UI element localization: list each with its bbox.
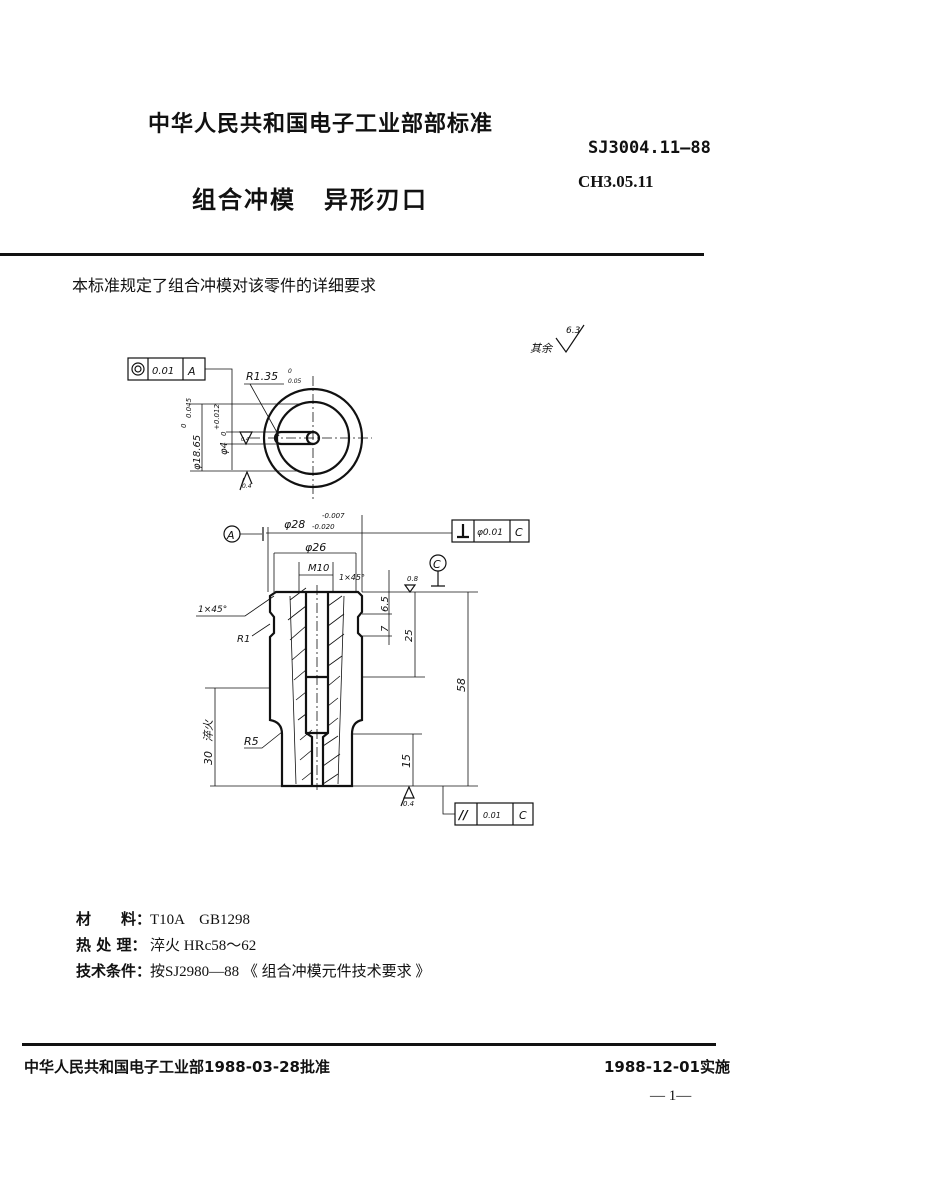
svg-text:+0.012: +0.012 — [213, 404, 221, 430]
dim-dia-28: φ28 — [284, 518, 305, 531]
concentricity-icon — [131, 362, 145, 376]
svg-text:0.8: 0.8 — [407, 575, 419, 583]
svg-text:0.4: 0.4 — [241, 437, 249, 443]
perpendicular-icon — [457, 524, 469, 539]
svg-text:0: 0 — [180, 423, 188, 428]
section-view: A φ28 -0.007 -0.020 φ0.01 C φ26 M10 1×45… — [196, 512, 534, 826]
svg-text:15: 15 — [400, 754, 413, 768]
standard-code: SJ3004.11—88 — [588, 138, 711, 158]
title-part2: 异形刃口 — [324, 186, 428, 214]
document-title: 组合冲模异形刃口 — [192, 180, 428, 215]
svg-text:0.4: 0.4 — [403, 800, 414, 808]
dim-thread: M10 — [308, 563, 329, 574]
frame-tolerance: 0.01 — [152, 366, 174, 377]
parallelism-frame — [454, 802, 534, 826]
svg-text:0: 0 — [220, 431, 228, 436]
spec-heat-treatment: 热 处 理：淬火 HRc58～62 — [76, 936, 257, 954]
dim-radius: R1.35 — [246, 370, 278, 383]
dim-30: 30 — [202, 751, 215, 765]
svg-text:R1: R1 — [237, 634, 250, 645]
svg-text:0.01: 0.01 — [483, 811, 501, 820]
svg-text:0.05: 0.05 — [288, 378, 302, 385]
svg-text:7: 7 — [380, 625, 391, 632]
part-outline — [268, 590, 364, 788]
roughness-symbol-icon — [555, 324, 585, 354]
effective-date: 1988-12-01实施 — [604, 1058, 730, 1076]
title-part1: 组合冲模 — [192, 186, 296, 214]
roughness-note-label: 其余 — [530, 342, 554, 355]
top-view: 0.01 A φ18.65 0.045 0 φ4 +0.012 0 0.4 0.… — [127, 357, 372, 500]
dim-dia-26: φ26 — [305, 541, 326, 554]
hardened-note: 淬火 — [202, 719, 215, 742]
dim-chamfer: 1×45° — [198, 605, 227, 615]
svg-text:0: 0 — [288, 368, 292, 375]
approval-text: 中华人民共和国电子工业部1988-03-28批准 — [24, 1058, 330, 1076]
dim-outer-dia: φ18.65 — [192, 435, 203, 470]
svg-text:C: C — [433, 558, 441, 571]
dim-slot-dia: φ4 — [219, 442, 230, 455]
svg-text:-0.020: -0.020 — [312, 523, 335, 531]
svg-text:6.5: 6.5 — [380, 596, 391, 612]
intro-text: 本标准规定了组合冲模对该零件的详细要求 — [72, 278, 377, 295]
svg-text:R5: R5 — [244, 735, 259, 748]
svg-text:φ0.01: φ0.01 — [477, 528, 503, 538]
section-hatching — [287, 587, 345, 785]
svg-text:C: C — [519, 809, 527, 822]
spec-technical-conditions: 技术条件：按SJ2980—88 《 组合冲模元件技术要求 》 — [76, 962, 431, 980]
spec-material: 材 料：T10A GB1298 — [76, 910, 251, 928]
svg-text:0.045: 0.045 — [185, 397, 193, 418]
svg-text:C: C — [515, 526, 523, 539]
parallel-icon: // — [457, 808, 469, 822]
issuing-organization: 中华人民共和国电子工业部部标准 — [148, 112, 494, 137]
svg-text:25: 25 — [404, 629, 415, 642]
footer-rule — [22, 1043, 716, 1046]
svg-text:A: A — [226, 529, 235, 542]
page-number: — 1— — [650, 1088, 692, 1104]
roughness-note-value: 6.3 — [566, 326, 581, 336]
svg-text:0.4: 0.4 — [242, 483, 252, 490]
svg-text:58: 58 — [455, 678, 468, 692]
svg-text:-0.007: -0.007 — [322, 512, 345, 520]
perpendicularity-frame — [451, 519, 530, 543]
svg-text:1×45°: 1×45° — [339, 573, 365, 582]
header-rule — [0, 253, 704, 256]
classification-code: CH3.05.11 — [578, 172, 654, 191]
frame-datum: A — [187, 365, 196, 378]
roughness-note: 其余 6.3 — [530, 324, 585, 355]
